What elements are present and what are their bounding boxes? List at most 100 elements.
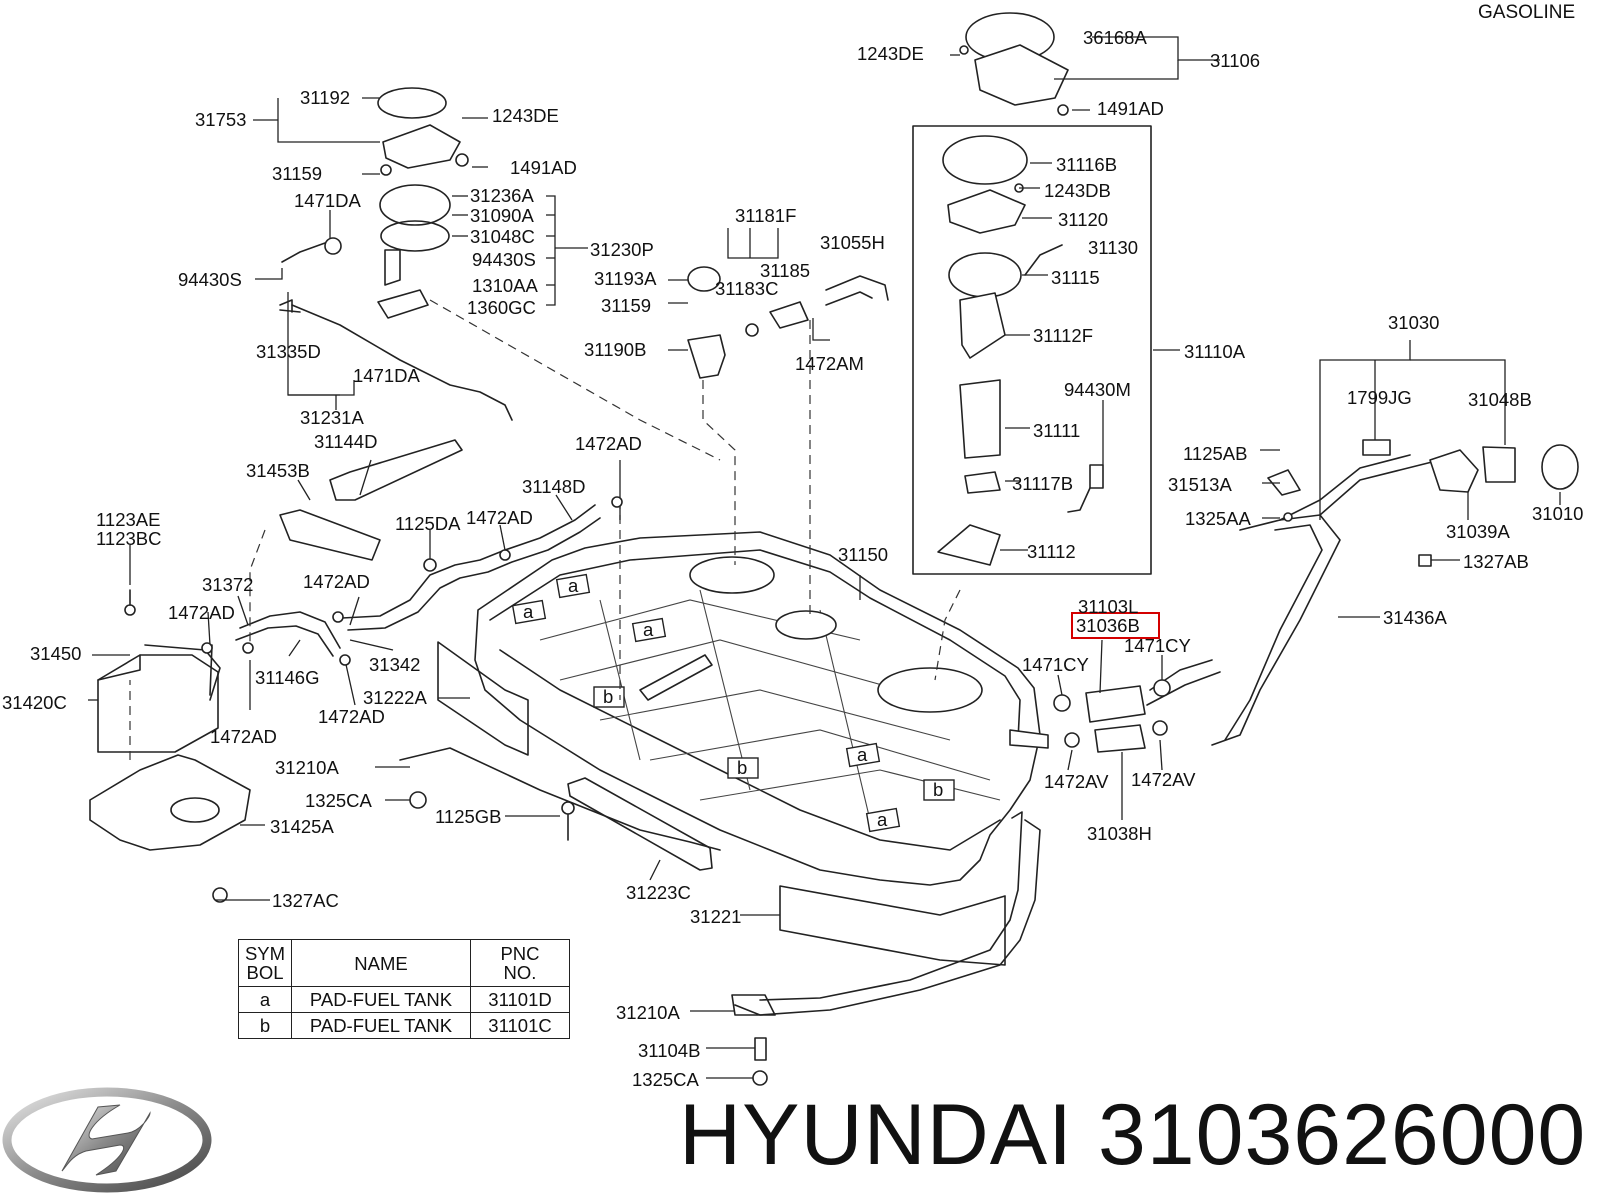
callout-31372: 31372: [202, 574, 253, 595]
callout-1472AD: 1472AD: [303, 571, 370, 592]
legend-header-pnc-line1: PNC: [500, 943, 540, 964]
pad-label-a: a: [568, 575, 579, 596]
callout-31055H: 31055H: [820, 232, 885, 253]
callout-31231A: 31231A: [300, 407, 364, 428]
pad-label-a: a: [643, 619, 654, 640]
callout-31110A: 31110A: [1184, 341, 1246, 362]
callout-31181F: 31181F: [735, 205, 796, 226]
callout-1325AA: 1325AA: [1185, 508, 1251, 529]
callout-31190B: 31190B: [584, 339, 646, 360]
callout-31130: 31130: [1088, 237, 1138, 258]
callout-31223C: 31223C: [626, 882, 691, 903]
pad-symbols: a a a b b a b a: [511, 573, 955, 833]
callout-31115: 31115: [1051, 267, 1100, 288]
legend-pnc: 31101C: [470, 1012, 570, 1039]
legend-header-pnc-line2: NO.: [503, 962, 537, 983]
callout-1471DA: 1471DA: [353, 365, 421, 386]
leader-lines: [88, 36, 1561, 1079]
callout-31120: 31120: [1058, 209, 1108, 230]
legend-name: PAD-FUEL TANK: [291, 1012, 471, 1039]
callout-31185: 31185: [760, 260, 810, 281]
callout-31112F: 31112F: [1033, 325, 1093, 346]
callout-1123AE: 1123AE: [96, 509, 160, 530]
callout-31159: 31159: [272, 163, 322, 184]
tank-straps: [399, 641, 1041, 1016]
pad-label-a: a: [877, 809, 888, 830]
callout-31048B: 31048B: [1468, 389, 1532, 410]
callout-31221: 31221: [690, 906, 741, 927]
fuel-pump-module: [912, 125, 1152, 575]
callout-1472AD: 1472AD: [575, 433, 642, 454]
legend-header-name: NAME: [291, 939, 471, 987]
callout-31425A: 31425A: [270, 816, 334, 837]
callout-31112: 31112: [1027, 541, 1076, 562]
callout-1327AB: 1327AB: [1463, 551, 1529, 572]
callout-31450: 31450: [30, 643, 81, 664]
pad-label-a: a: [857, 744, 868, 765]
callout-31193A: 31193A: [594, 268, 657, 289]
callout-1472AD: 1472AD: [168, 602, 235, 623]
canister-assembly: [89, 589, 251, 903]
pad-label-a: a: [523, 601, 534, 622]
callout-94430M: 94430M: [1064, 379, 1131, 400]
callout-31210A: 31210A: [275, 757, 339, 778]
callout-31117B: 31117B: [1012, 473, 1073, 494]
callout-1310AA: 1310AA: [472, 275, 538, 296]
callout-1125GB: 1125GB: [435, 806, 502, 827]
callout-31111: 31111: [1033, 420, 1080, 441]
legend-symbol: b: [238, 1012, 292, 1039]
callout-31230P: 31230P: [590, 239, 654, 260]
callout-labels: 36168A 31106 1243DE 1491AD 31192 31753 1…: [2, 27, 1583, 1090]
highlight-box-31036B: [1071, 612, 1160, 639]
callout-31420C: 31420C: [2, 692, 67, 713]
callout-31030: 31030: [1388, 312, 1439, 333]
fuel-type-label: GASOLINE: [1478, 2, 1576, 23]
callout-1472AD: 1472AD: [210, 726, 277, 747]
callout-31148D: 31148D: [522, 476, 585, 497]
callout-1125AB: 1125AB: [1183, 443, 1247, 464]
fuel-tank-31150: [474, 531, 1049, 886]
callout-1243DE: 1243DE: [492, 105, 559, 126]
callout-31436A: 31436A: [1383, 607, 1447, 628]
callout-31342: 31342: [369, 654, 420, 675]
callout-94430S: 94430S: [178, 269, 242, 290]
legend-symbol: a: [238, 986, 292, 1013]
callout-1472AV: 1472AV: [1131, 769, 1196, 790]
callout-31039A: 31039A: [1446, 521, 1510, 542]
legend-header-symbol-line2: BOL: [246, 962, 284, 983]
callout-1471CY: 1471CY: [1022, 654, 1089, 675]
dashed-leaders: [129, 299, 961, 760]
callout-31090A: 31090A: [470, 205, 534, 226]
callout-1325CA: 1325CA: [632, 1069, 700, 1090]
callout-1799JG: 1799JG: [1347, 387, 1412, 408]
callout-1472AV: 1472AV: [1044, 771, 1109, 792]
callout-31513A: 31513A: [1168, 474, 1232, 495]
fasteners: [201, 299, 768, 1086]
hyundai-logo-icon: [2, 1087, 212, 1193]
filler-neck-assembly: [1146, 439, 1579, 746]
callout-1125DA: 1125DA: [395, 513, 461, 534]
callout-31236A: 31236A: [470, 185, 534, 206]
sender-assembly-left: [279, 87, 513, 421]
callout-31010: 31010: [1532, 503, 1583, 524]
callout-1243DB: 1243DB: [1044, 180, 1111, 201]
callout-31335D: 31335D: [256, 341, 321, 362]
callout-1327AC: 1327AC: [272, 890, 339, 911]
callout-1123BC: 1123BC: [96, 528, 161, 549]
part-number: 3103626000: [1097, 1087, 1587, 1183]
callout-1491AD: 1491AD: [510, 157, 577, 178]
callout-31453B: 31453B: [246, 460, 310, 481]
callout-31036B: 31036B: [1076, 615, 1140, 636]
legend-row: b PAD-FUEL TANK 31101C: [238, 1012, 570, 1039]
callout-1360GC: 1360GC: [467, 297, 536, 318]
callout-1471CY: 1471CY: [1124, 635, 1191, 656]
legend-header-symbol-line1: SYM: [244, 943, 286, 964]
brand-name: HYUNDAI: [679, 1087, 1074, 1183]
callout-31116B: 31116B: [1056, 154, 1117, 175]
callout-31192: 31192: [300, 87, 350, 108]
callout-1325CA: 1325CA: [305, 790, 373, 811]
callout-31753: 31753: [195, 109, 246, 130]
vent-valve-parts: [687, 266, 889, 379]
